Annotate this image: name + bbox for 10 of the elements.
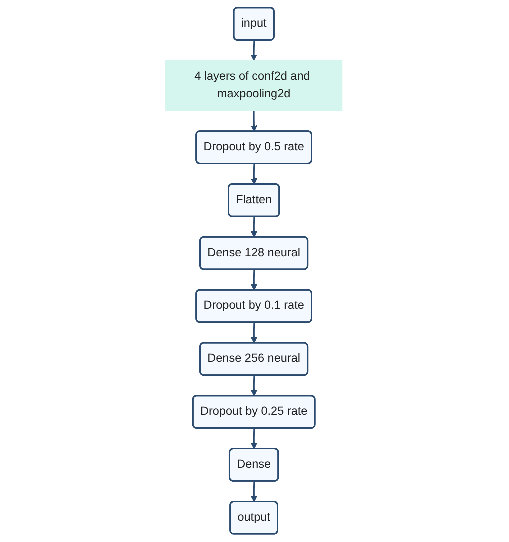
arrow xyxy=(251,482,258,502)
arrow xyxy=(251,164,258,185)
arrow xyxy=(251,110,258,132)
node-box: 4 layers of conf2d and maxpooling2d xyxy=(166,60,344,112)
arrow xyxy=(251,428,258,450)
arrow xyxy=(251,376,258,397)
arrow xyxy=(251,40,258,62)
arrow xyxy=(251,216,258,238)
arrow xyxy=(251,270,258,291)
arrow xyxy=(251,322,258,344)
